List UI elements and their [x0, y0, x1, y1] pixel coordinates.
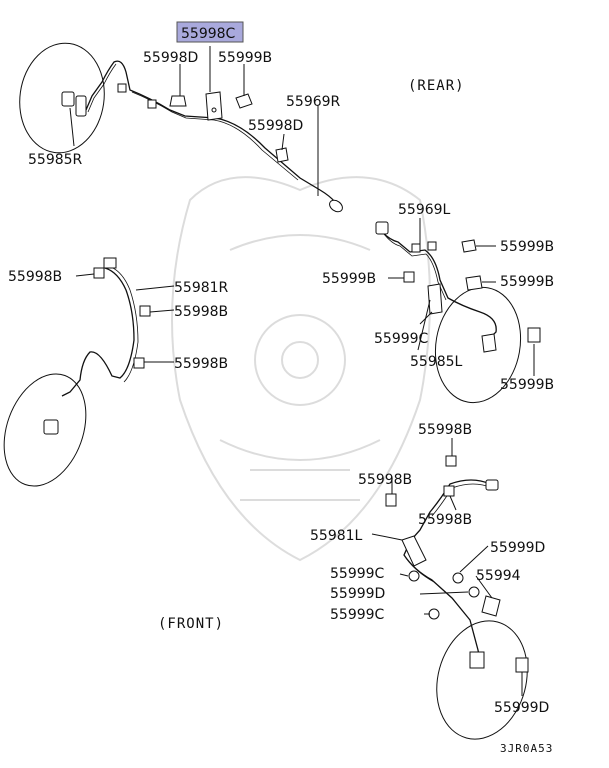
view-label-front: (FRONT) — [158, 616, 224, 632]
front-right-assembly — [3, 257, 151, 487]
harness-clip-rear-r — [117, 83, 127, 93]
label-55998C: 55998C — [181, 26, 236, 42]
label-55981L: 55981L — [310, 528, 363, 544]
leader-lines — [69, 46, 535, 696]
clip-55998D-mid — [275, 147, 289, 163]
sensor-front-right — [43, 419, 59, 435]
label-55985R: 55985R — [28, 152, 83, 168]
label-55999D-b: 55999D — [330, 586, 385, 602]
bolt-55999B-top — [235, 93, 253, 109]
label-55969L: 55969L — [398, 202, 451, 218]
harness-55969L — [381, 231, 497, 341]
bracket-front-left — [401, 535, 427, 567]
bolt-55999B-r3 — [527, 327, 541, 343]
bolt-55999B-r2 — [465, 275, 483, 291]
bolt-55999D-b — [468, 586, 480, 598]
connector-55981L — [485, 479, 499, 491]
label-55998B-fr1: 55998B — [418, 422, 472, 438]
label-55998B-fr3: 55998B — [418, 512, 472, 528]
label-55999B-r3: 55999B — [500, 377, 554, 393]
part-labels: 55998C 55998D 55999B (REAR) 55969R 55998… — [8, 21, 554, 755]
connector-55969L — [375, 221, 389, 235]
clip-55998B-fr1 — [445, 455, 457, 467]
label-55999D-c: 55999D — [494, 700, 549, 716]
highlight-box-55998C — [176, 21, 244, 43]
bolt-55999B-left — [403, 271, 415, 283]
bracket-55985L — [427, 283, 443, 315]
clip-55998B-f1 — [139, 305, 151, 317]
label-55999B-r1: 55999B — [500, 239, 554, 255]
harness-55981L — [403, 479, 491, 661]
connector-55969R — [329, 199, 343, 213]
label-55969R: 55969R — [286, 94, 341, 110]
label-55998B-f1: 55998B — [174, 304, 228, 320]
rear-right-assembly — [19, 42, 343, 213]
sensor-front-left — [469, 651, 485, 669]
label-55999C-a: 55999C — [330, 566, 385, 582]
sensor-bracket-55985R — [75, 95, 87, 117]
bolt-55999C-a — [408, 570, 420, 582]
front-left-assembly — [385, 455, 529, 740]
harness-clip-rear-r2 — [147, 99, 157, 109]
label-55999B-top: 55999B — [218, 50, 272, 66]
diagram-code: 3JR0A53 — [500, 742, 553, 755]
clip-55998D-top — [169, 95, 187, 107]
label-55999C-r: 55999C — [374, 331, 429, 347]
clip-55998B-fl — [93, 267, 105, 279]
label-55999C-b: 55999C — [330, 607, 385, 623]
label-55985L: 55985L — [410, 354, 463, 370]
sensor-55985L — [481, 333, 497, 353]
rear-left-rotor — [434, 286, 522, 404]
label-55994: 55994 — [476, 568, 521, 584]
label-55998B-fl: 55998B — [8, 269, 62, 285]
bolt-55999B-r1 — [461, 239, 477, 253]
sensor-55985R — [61, 91, 75, 107]
clip-55998B-fr3 — [443, 485, 455, 497]
label-55999B-left: 55999B — [322, 271, 376, 287]
label-55998B-fr2: 55998B — [358, 472, 412, 488]
label-55981R: 55981R — [174, 280, 229, 296]
connector-55981R — [103, 257, 117, 269]
bolt-55999D-a — [452, 572, 464, 584]
rear-left-assembly — [375, 221, 541, 404]
label-55999B-r2: 55999B — [500, 274, 554, 290]
sensor-55994 — [481, 595, 501, 617]
label-55998D-mid: 55998D — [248, 118, 303, 134]
front-right-rotor — [3, 373, 87, 487]
harness-clip-rear-l2 — [427, 241, 437, 251]
harness-clip-rear-l — [411, 243, 421, 253]
label-55999D-a: 55999D — [490, 540, 545, 556]
bracket-55998C — [205, 91, 223, 121]
label-55998B-f2: 55998B — [174, 356, 228, 372]
view-label-rear: (REAR) — [408, 78, 465, 94]
harness-55981R — [61, 267, 135, 397]
front-left-rotor — [436, 620, 528, 740]
bolt-55999C-b — [428, 608, 440, 620]
bolt-55999D-c — [515, 657, 529, 673]
clip-55998B-f2 — [133, 357, 145, 369]
rear-right-rotor — [19, 42, 105, 154]
label-55998D-top: 55998D — [143, 50, 198, 66]
clip-55998B-fr2 — [385, 493, 397, 507]
